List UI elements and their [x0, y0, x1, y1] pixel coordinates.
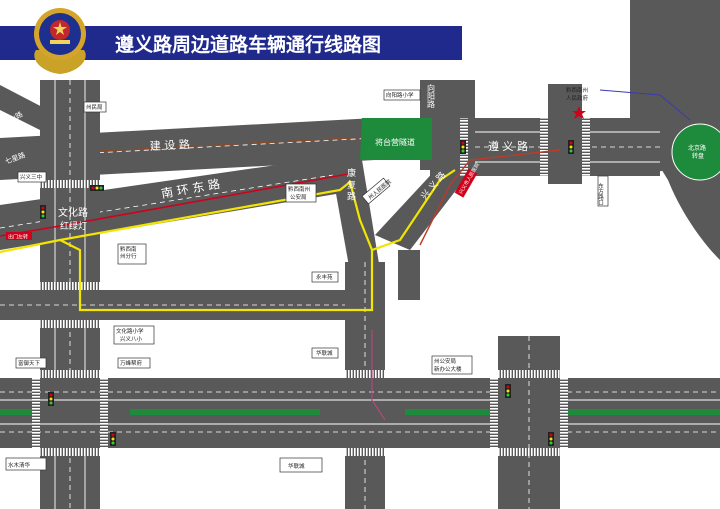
place-yongfeng: 永丰苑: [311, 271, 339, 283]
svg-text:黔西南州: 黔西南州: [288, 185, 310, 193]
place-menlu: 州民局: [83, 101, 107, 113]
svg-text:州民局: 州民局: [86, 104, 103, 111]
place-shuimu: 水木清华: [5, 457, 47, 471]
place-xingyi3: 兴义三中: [17, 171, 47, 183]
tunnel-label: 将台营隧道: [375, 137, 415, 147]
place-hualian1: 华联城: [311, 347, 339, 359]
page-title: 遵义路周边道路车辆通行线路图: [115, 33, 381, 56]
road-label-kangfu: 康 复 路: [345, 167, 356, 202]
road-label-wenhua: 文化路: [58, 206, 88, 219]
svg-text:新办公大楼: 新办公大楼: [434, 365, 462, 373]
place-hualian2: 华联城: [279, 457, 323, 473]
road-label-jianshe: 建 设 路: [149, 137, 190, 153]
svg-text:人民政府: 人民政府: [566, 94, 589, 102]
svg-text:兴义三中: 兴义三中: [20, 173, 42, 181]
road-label-zunyi: 遵 义 路: [488, 139, 528, 153]
svg-text:黔西南州: 黔西南州: [566, 86, 588, 94]
svg-text:向阳路小学: 向阳路小学: [386, 91, 414, 99]
beijing-roundabout: [671, 123, 720, 181]
svg-text:公安局: 公安局: [290, 193, 307, 201]
roundabout-label: 北京路: [688, 144, 706, 152]
svg-text:东方路口: 东方路口: [597, 182, 604, 207]
svg-text:州公安局: 州公安局: [434, 357, 456, 365]
place-dongfang: 东方路口: [597, 175, 609, 207]
place-xiangyangxiaoxue: 向阳路小学: [383, 89, 421, 101]
road-label-xiangyang: 向阳路: [427, 83, 436, 108]
svg-text:水木清华: 水木清华: [8, 461, 31, 469]
police-emblem-icon: [34, 8, 86, 74]
jiangtaiying-tunnel: [360, 118, 432, 160]
roundabout-label-2: 转盘: [692, 152, 704, 160]
svg-text:万峰帮府: 万峰帮府: [120, 359, 143, 367]
svg-text:永丰苑: 永丰苑: [316, 273, 333, 281]
wenhua-light-label: 红绿灯: [60, 220, 87, 232]
title-banner: [0, 26, 462, 60]
place-fuyu: 富御天下: [15, 357, 47, 369]
svg-text:华联城: 华联城: [288, 462, 305, 470]
red-sign-text: 出门左转: [8, 234, 28, 241]
place-wanfeng: 万峰帮府: [117, 357, 151, 369]
svg-text:文化路小学: 文化路小学: [116, 327, 144, 335]
red-sign: [6, 232, 32, 240]
svg-text:富御天下: 富御天下: [18, 359, 41, 367]
svg-text:州分行: 州分行: [120, 252, 137, 260]
svg-text:黔西南: 黔西南: [120, 245, 137, 253]
svg-text:兴义八小: 兴义八小: [120, 335, 143, 343]
svg-text:华联城: 华联城: [316, 349, 333, 357]
traffic-light: [40, 140, 574, 446]
